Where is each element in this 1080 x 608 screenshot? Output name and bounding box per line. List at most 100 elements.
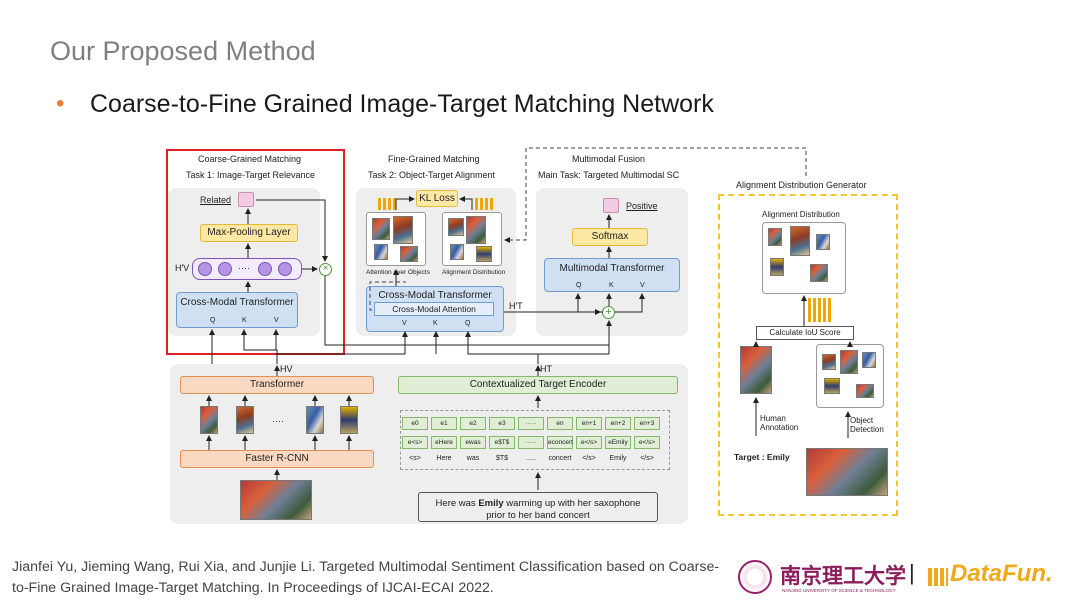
architecture-diagram: Coarse-Grained Matching Task 1: Image-Ta… [160,140,920,530]
university-name-en: NANJING UNIVERSITY OF SCIENCE & TECHNOLO… [782,588,896,593]
input-token: ..... [526,455,536,462]
add-gate: + [602,306,615,319]
fusion-k: K [609,282,614,289]
embedding-cell: econcert [547,436,573,449]
distribution-object-image [810,264,828,282]
embedding-cell: en+3 [634,417,660,430]
input-token: </s> [640,455,654,462]
cross-modal-attention-label: Cross-Modal Attention [392,304,476,314]
fusion-q: Q [576,282,582,289]
embedding-cell: en+2 [605,417,631,430]
hidden-state-node [198,262,212,276]
fine-heading: Fine-Grained Matching [388,154,480,164]
coarse-highlight-box [166,149,345,355]
sentence-target: Emily [478,498,504,509]
sentence-part: Here was [435,498,479,509]
university-name-cn: 南京理工大学 [780,563,906,588]
object-crop-image [374,244,388,260]
coarse-v: V [274,317,279,324]
region-image [306,406,324,434]
input-token: <s> [409,455,421,462]
kl-loss-box: KL Loss [416,190,458,207]
distribution-object-image [816,234,830,250]
faster-rcnn: Faster R-CNN [180,450,374,468]
detected-object-image [822,354,836,370]
detected-object-image [840,350,858,374]
coarse-k: K [242,317,247,324]
embedding-cell: e</s> [634,436,660,449]
embedding-cell: ····· [518,436,544,449]
embedding-cell: e</s> [576,436,602,449]
fine-k: K [433,320,438,327]
input-image [240,480,312,520]
hidden-state-node [278,262,292,276]
related-output-node [238,192,254,207]
contextualized-target-encoder: Contextualized Target Encoder [398,376,678,394]
region-image [340,406,358,434]
input-token: Here [436,455,452,462]
embedding-cell: eEmily [605,436,631,449]
faster-rcnn-label: Faster R-CNN [245,453,309,464]
image-transformer-label: Transformer [249,379,305,390]
target-image [806,448,888,496]
positive-output-node [603,198,619,213]
detected-object-image [856,384,874,398]
attention-bars-icon [378,198,398,210]
generator-distribution-label: Alignment Distribution [762,210,840,219]
fine-q: Q [465,320,471,327]
softmax-label: Softmax [591,231,629,242]
embedding-cell: e$T$ [489,436,515,449]
encoder-label: Contextualized Target Encoder [469,379,607,390]
hidden-state-ellipsis: ···· [238,263,250,273]
generator-heading: Alignment Distribution Generator [736,180,867,190]
university-seal-icon [738,560,772,594]
citation: Jianfei Yu, Jieming Wang, Rui Xia, and J… [12,559,720,596]
softmax-layer: Softmax [572,228,648,246]
human-annotation-label: Human Annotation [760,414,799,432]
embedding-cell: e2 [460,417,486,430]
region-image [200,406,218,434]
object-crop-image [448,218,464,236]
object-detection-label: Object Detection [850,416,884,434]
input-sentence-line2: prior to her band concert [486,510,590,521]
input-token: </s> [582,455,596,462]
embedding-cell: e1 [431,417,457,430]
bullet-text: Coarse-to-Fine Grained Image-Target Matc… [90,90,714,118]
distribution-object-image [768,228,782,246]
multimodal-transformer-label: Multimodal Transformer [559,263,665,274]
embedding-cell: en+1 [576,417,602,430]
region-image [236,406,254,434]
positive-label: Positive [626,201,658,211]
coarse-transformer-label: Cross-Modal Transformer [180,297,294,308]
input-token: concert [548,455,572,462]
detected-object-image [862,352,876,368]
image-transformer: Transformer [180,376,374,394]
embedding-cell: e<s> [402,436,428,449]
embedding-cell: e0 [402,417,428,430]
region-ellipsis: ···· [272,416,284,426]
human-annotation-image [740,346,772,394]
ht-prime-label: H′T [509,301,523,311]
embedding-cell: ····· [518,417,544,430]
object-crop-image [372,218,390,240]
sentence-part: warming up with her saxophone [503,498,641,509]
fusion-heading: Multimodal Fusion [572,154,646,164]
embedding-cell: en [547,417,573,430]
object-crop-image [393,216,413,244]
coarse-cross-modal-transformer: Cross-Modal Transformer [176,292,298,328]
fusion-subheading: Main Task: Targeted Multimodal SC [538,170,680,180]
iou-label: Calculate IoU Score [769,328,841,337]
alignment-distribution-caption: Alignment Distribution [442,269,506,276]
coarse-heading: Coarse-Grained Matching [198,154,302,164]
target-label: Target : Emily [734,452,790,462]
hv-prime-label: H′V [175,263,190,273]
input-token: was [466,455,480,462]
hidden-state-node [218,262,232,276]
object-crop-image [450,244,464,260]
logo-separator: | [909,560,915,585]
attention-objects-caption: Attention over Objects [366,269,430,276]
distribution-bars [808,298,832,322]
generator-box [718,194,898,516]
distribution-bars-icon [475,198,495,210]
